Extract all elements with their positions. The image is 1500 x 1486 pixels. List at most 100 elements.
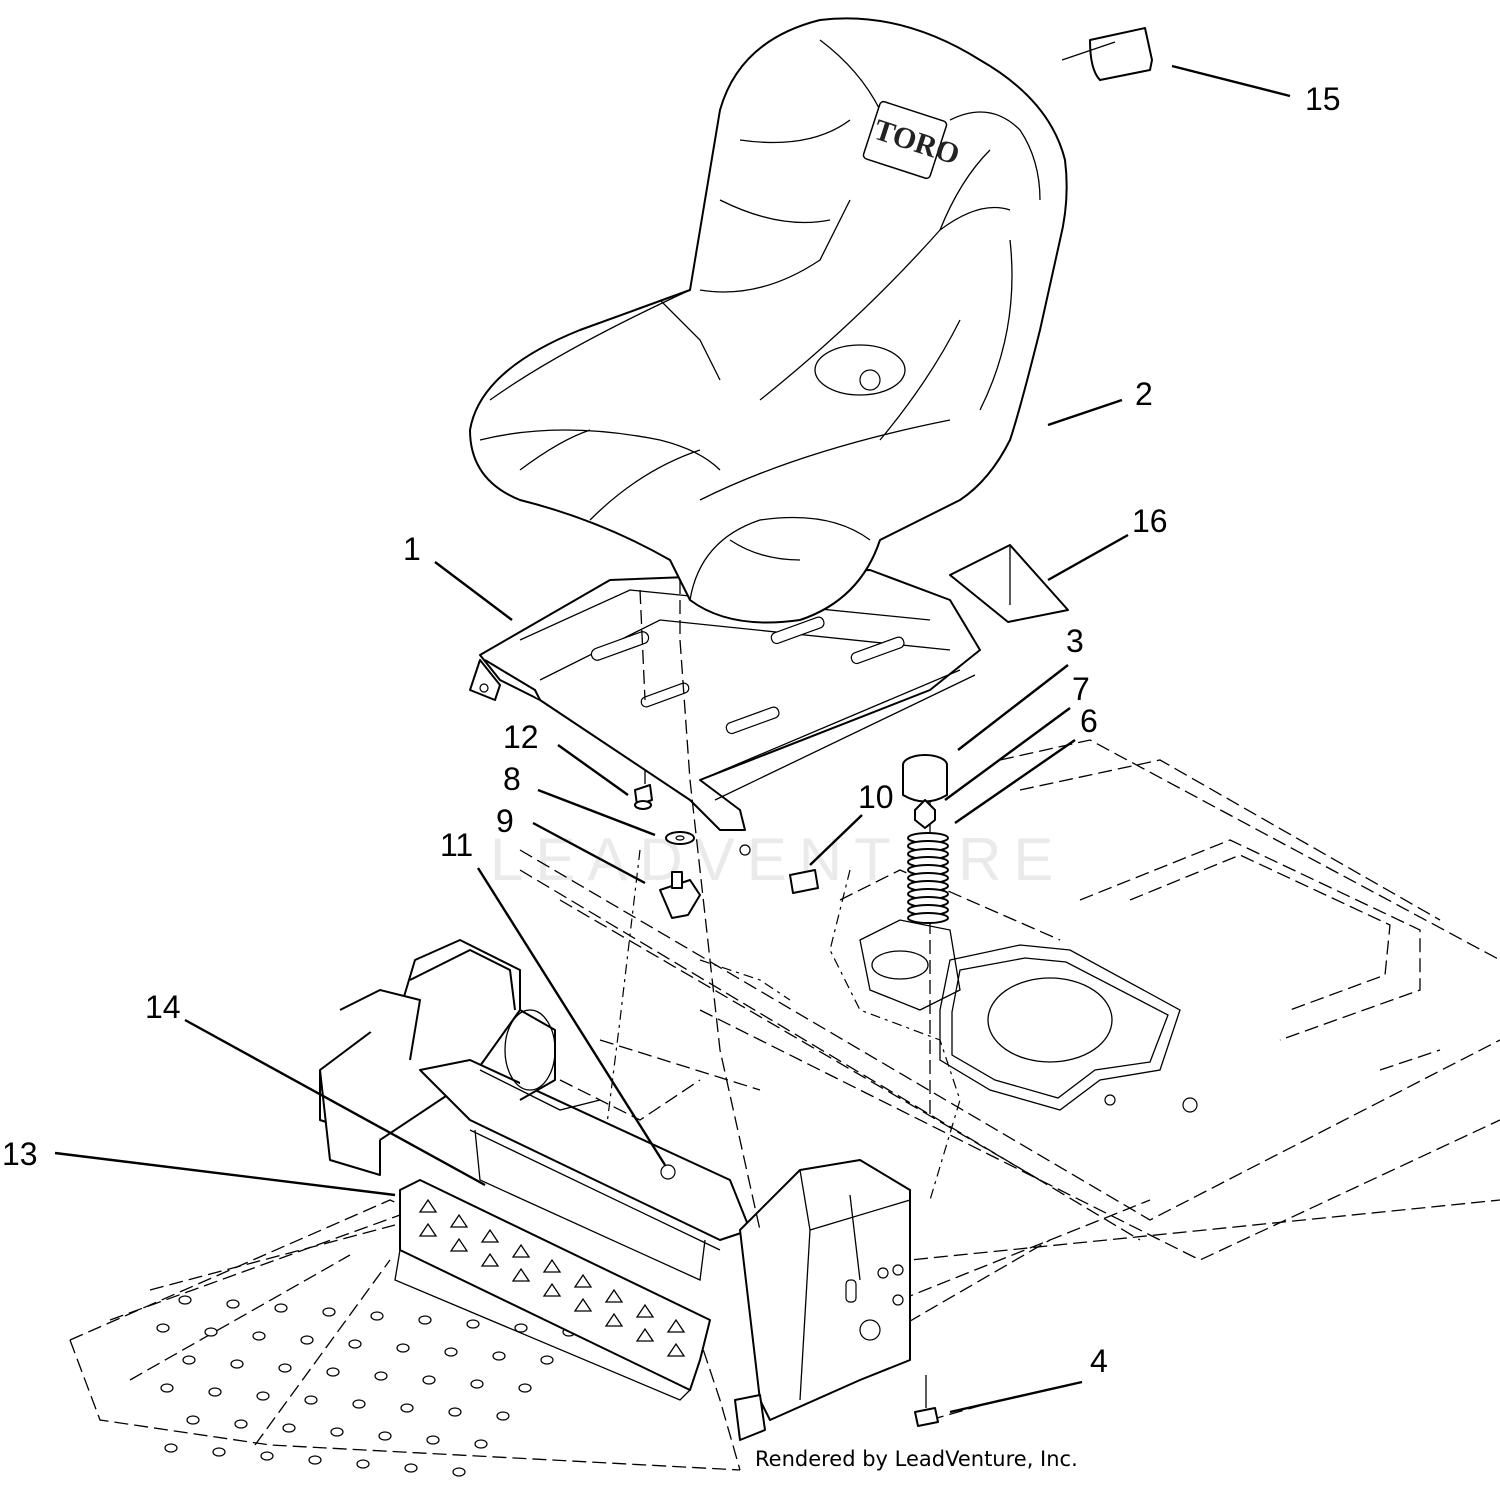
floor-dimple xyxy=(208,1387,222,1397)
floor-dimple xyxy=(370,1311,384,1321)
callout-2: 2 xyxy=(1135,376,1153,412)
floor-dimple xyxy=(160,1383,174,1393)
floor-dimple xyxy=(326,1367,340,1377)
floor-dimple xyxy=(186,1415,200,1425)
floor-dimple xyxy=(308,1455,322,1465)
floor-dimple xyxy=(474,1439,488,1449)
watermark-text: LEADVENTURE xyxy=(490,826,1065,893)
spring-pocket xyxy=(859,919,961,1011)
floor-dimple xyxy=(204,1327,218,1337)
decal-symbol xyxy=(635,1327,655,1342)
floor-dimple xyxy=(304,1395,318,1405)
decal-symbol xyxy=(480,1252,500,1267)
callout-7: 7 xyxy=(1072,671,1090,707)
floor-dimple xyxy=(234,1419,248,1429)
bolt-10 xyxy=(789,869,819,894)
floor-dimple xyxy=(252,1331,266,1341)
pin-11 xyxy=(660,1164,676,1180)
callout-10: 10 xyxy=(858,779,894,815)
floor-dimple xyxy=(470,1379,484,1389)
floor-dimple xyxy=(514,1323,528,1333)
decal-symbol xyxy=(418,1222,438,1237)
callout-15: 15 xyxy=(1305,81,1341,117)
control-decal-panel xyxy=(394,1179,711,1401)
floor-dimple xyxy=(330,1427,344,1437)
seat: TORO xyxy=(469,17,1068,624)
callout-8: 8 xyxy=(503,761,521,797)
floor-dimple xyxy=(396,1343,410,1353)
bolt-4 xyxy=(914,1375,939,1427)
seat-mount-plate xyxy=(469,569,981,856)
bolt-12 xyxy=(634,784,653,810)
decal-symbol xyxy=(418,1198,438,1213)
floor-dimple xyxy=(322,1307,336,1317)
engine-mount-plate xyxy=(939,944,1198,1113)
lock-nut xyxy=(914,799,936,829)
floor-dimple xyxy=(400,1403,414,1413)
decal-symbol xyxy=(542,1258,562,1273)
decal-symbol xyxy=(573,1297,593,1312)
decal-symbol xyxy=(573,1273,593,1288)
washer xyxy=(665,831,695,845)
floor-dimple xyxy=(426,1435,440,1445)
callout-11: 11 xyxy=(440,827,473,863)
callout-3: 3 xyxy=(1066,623,1084,659)
floor-dimple-grid xyxy=(156,1295,576,1477)
floor-dimple xyxy=(540,1355,554,1365)
floor-dimple xyxy=(178,1295,192,1305)
floor-dimple xyxy=(282,1423,296,1433)
callout-1: 1 xyxy=(403,531,421,567)
floor-dimple xyxy=(418,1315,432,1325)
floor-dimple xyxy=(260,1451,274,1461)
floor-dimple xyxy=(448,1407,462,1417)
floor-dimple xyxy=(156,1323,170,1333)
floor-dimple xyxy=(492,1351,506,1361)
floor-dimple xyxy=(496,1411,510,1421)
floor-dimple xyxy=(164,1443,178,1453)
decal-symbol xyxy=(604,1312,624,1327)
decal-symbol xyxy=(542,1282,562,1297)
floor-dimple xyxy=(466,1319,480,1329)
floor-dimple xyxy=(300,1335,314,1345)
callout-13: 13 xyxy=(2,1136,38,1172)
console-tower xyxy=(734,1159,911,1441)
decal-symbol xyxy=(511,1267,531,1282)
callout-4: 4 xyxy=(1090,1343,1108,1379)
decal-symbol xyxy=(666,1318,686,1333)
callout-12: 12 xyxy=(503,719,539,755)
decal-symbol xyxy=(449,1237,469,1252)
floor-dimple xyxy=(404,1463,418,1473)
knob xyxy=(659,871,701,919)
floor-dimple xyxy=(356,1459,370,1469)
floor-dimple xyxy=(378,1431,392,1441)
floor-pan xyxy=(69,1199,741,1477)
floor-dimple xyxy=(230,1359,244,1369)
floor-dimple xyxy=(452,1467,466,1477)
floor-dimple xyxy=(444,1347,458,1357)
spring-coil xyxy=(907,912,949,924)
decal-symbol xyxy=(635,1303,655,1318)
decal-symbol xyxy=(480,1228,500,1243)
decal-symbol xyxy=(511,1243,531,1258)
decal-symbol xyxy=(666,1342,686,1357)
spring-cap xyxy=(902,754,948,803)
compression-spring xyxy=(907,832,949,924)
floor-dimple xyxy=(278,1363,292,1373)
callout-6: 6 xyxy=(1080,703,1098,739)
console-housing xyxy=(319,939,751,1281)
decal-symbol xyxy=(449,1213,469,1228)
seat-plate-decal xyxy=(949,544,1069,623)
render-credit: Rendered by LeadVenture, Inc. xyxy=(755,1447,1078,1471)
decal-symbol xyxy=(604,1288,624,1303)
callout-9: 9 xyxy=(496,803,514,839)
floor-dimple xyxy=(352,1399,366,1409)
callout-labels: 1 2 3 4 6 7 8 9 10 11 12 13 14 15 16 xyxy=(2,81,1341,1379)
floor-dimple xyxy=(422,1375,436,1385)
decal-icons xyxy=(418,1198,686,1357)
floor-dimple xyxy=(256,1391,270,1401)
floor-dimple xyxy=(518,1383,532,1393)
floor-dimple xyxy=(212,1447,226,1457)
seat-decal xyxy=(1089,27,1153,81)
callout-14: 14 xyxy=(145,989,181,1025)
